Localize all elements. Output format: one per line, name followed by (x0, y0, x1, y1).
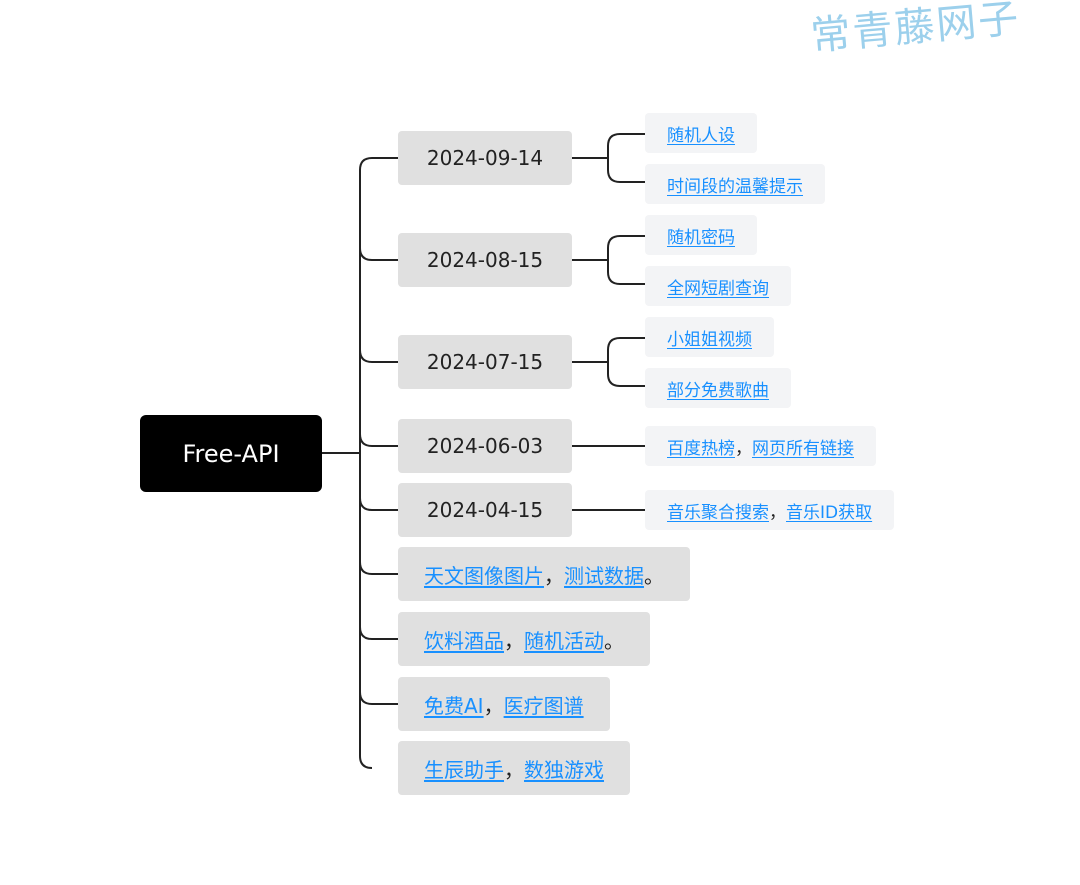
leaf-node: 随机密码 (645, 215, 757, 255)
leaf-node: 时间段的温馨提示 (645, 164, 825, 204)
separator: ， (544, 563, 564, 588)
end-punct: 。 (644, 563, 664, 588)
separator: ， (504, 757, 524, 782)
date-node: 2024-09-14 (398, 131, 572, 185)
root-node: Free-API (140, 415, 322, 492)
branch-node: 免费AI，医疗图谱 (398, 677, 610, 731)
api-link[interactable]: 网页所有链接 (752, 438, 854, 459)
separator: ， (735, 438, 752, 459)
separator: ， (769, 502, 786, 523)
separator: ， (483, 693, 504, 718)
api-link[interactable]: 免费AI (424, 693, 484, 718)
leaf-node: 小姐姐视频 (645, 317, 774, 357)
api-link[interactable]: 生辰助手 (424, 757, 504, 782)
date-node: 2024-07-15 (398, 335, 572, 389)
leaf-node: 百度热榜，网页所有链接 (645, 426, 876, 466)
api-link[interactable]: 测试数据 (564, 563, 644, 588)
date-node: 2024-04-15 (398, 483, 572, 537)
api-link[interactable]: 随机活动 (524, 628, 604, 653)
branch-node: 天文图像图片，测试数据。 (398, 547, 690, 601)
separator: ， (504, 628, 524, 653)
api-link[interactable]: 音乐聚合搜索 (667, 502, 769, 523)
api-link[interactable]: 音乐ID获取 (786, 502, 873, 523)
end-punct: 。 (604, 628, 624, 653)
api-link[interactable]: 医疗图谱 (503, 693, 584, 718)
api-link[interactable]: 全网短剧查询 (667, 278, 769, 299)
leaf-node: 全网短剧查询 (645, 266, 791, 306)
api-link[interactable]: 小姐姐视频 (667, 329, 752, 350)
api-link[interactable]: 百度热榜 (667, 438, 735, 459)
api-link[interactable]: 随机密码 (667, 227, 735, 248)
api-link[interactable]: 随机人设 (667, 125, 735, 146)
date-node: 2024-06-03 (398, 419, 572, 473)
api-link[interactable]: 部分免费歌曲 (667, 380, 769, 401)
leaf-node: 部分免费歌曲 (645, 368, 791, 408)
api-link[interactable]: 饮料酒品 (424, 628, 504, 653)
api-link[interactable]: 数独游戏 (524, 757, 604, 782)
api-link[interactable]: 天文图像图片 (424, 563, 544, 588)
branch-node: 饮料酒品，随机活动。 (398, 612, 650, 666)
api-link[interactable]: 时间段的温馨提示 (667, 176, 803, 197)
leaf-node: 随机人设 (645, 113, 757, 153)
leaf-node: 音乐聚合搜索，音乐ID获取 (645, 490, 895, 530)
branch-node: 生辰助手，数独游戏 (398, 741, 630, 795)
date-node: 2024-08-15 (398, 233, 572, 287)
